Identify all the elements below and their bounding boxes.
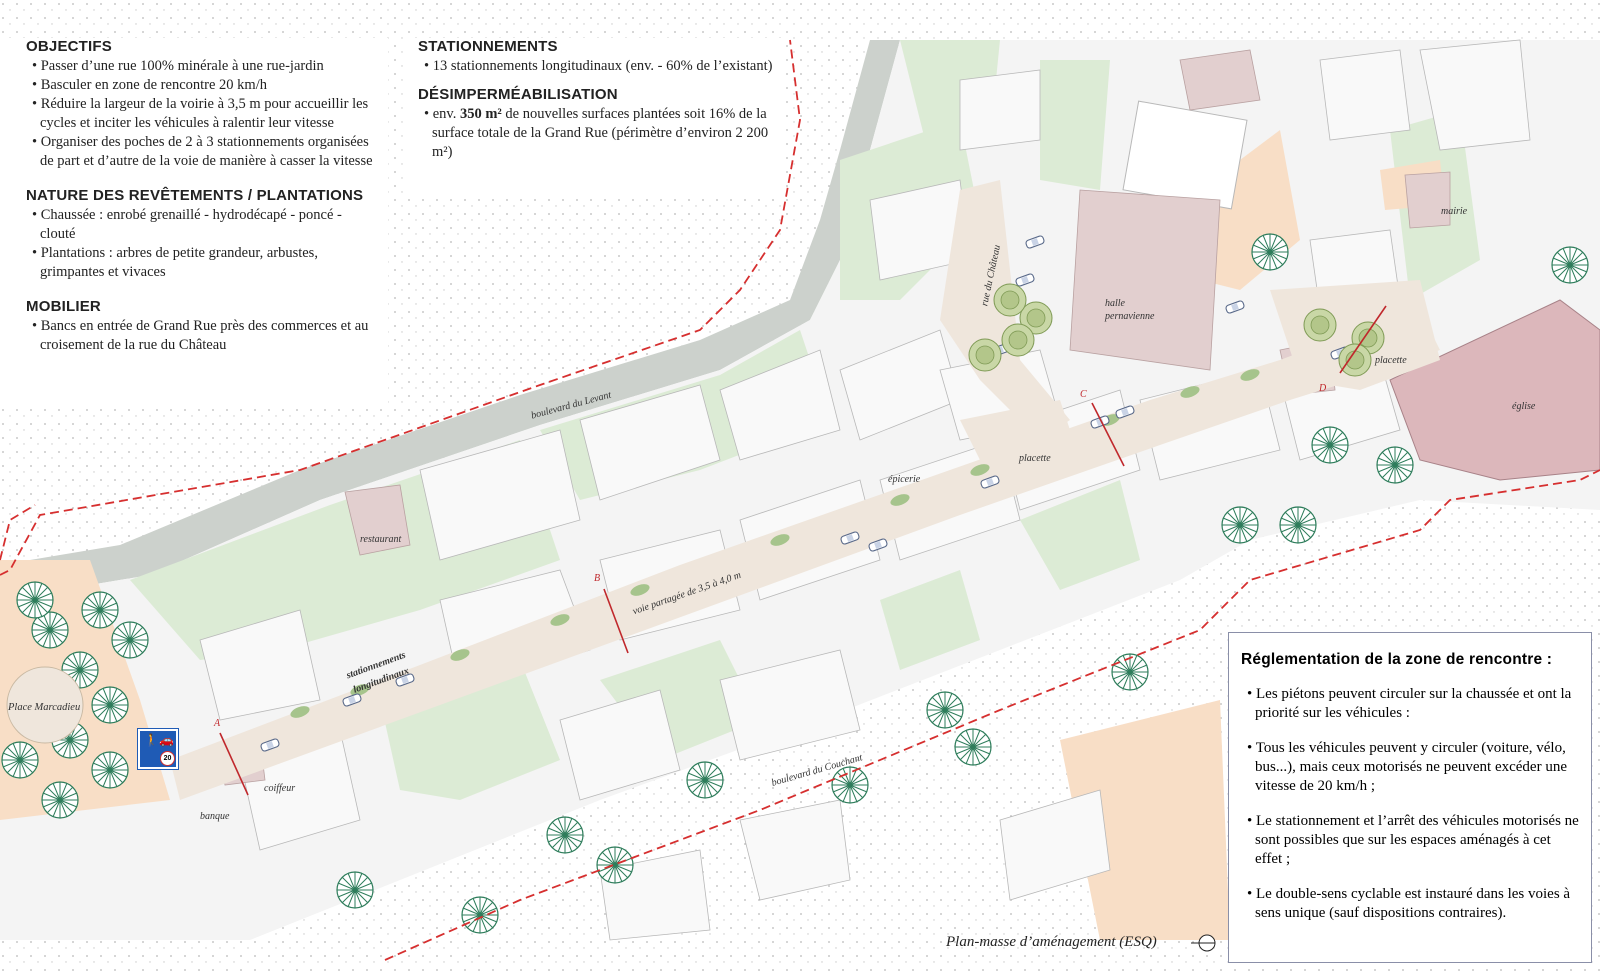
placette-center (960, 400, 1080, 480)
objectif-item: Organiser des poches de 2 à 3 stationnem… (26, 133, 378, 171)
reglementation-item: Les piétons peuvent circuler sur la chau… (1241, 685, 1579, 723)
desimper-rest: de nouvelles surfaces plantées soit 16% … (432, 106, 769, 160)
reglementation-item: Le stationnement et l’arrêt des véhicule… (1241, 812, 1579, 869)
right-text-panel: STATIONNEMENTS 13 stationnements longitu… (408, 38, 783, 196)
pedestrian-car-icon: 🚶🚗 (144, 733, 174, 747)
label-halle-2: pernavienne (1105, 311, 1155, 322)
label-restaurant: restaurant (360, 534, 402, 545)
mobilier-item: Bancs en entrée de Grand Rue près des co… (26, 317, 378, 355)
section-label-a: A (214, 718, 221, 729)
section-label-c: C (1080, 389, 1087, 400)
sports-court (1122, 100, 1248, 210)
reglementation-box: Réglementation de la zone de rencontre :… (1228, 632, 1592, 963)
left-text-panel: OBJECTIFS Passer d’une rue 100% minérale… (0, 38, 388, 408)
revetement-item: Plantations : arbres de petite grandeur,… (26, 244, 378, 282)
label-placette-east: placette (1375, 355, 1407, 366)
eglise-building (1389, 299, 1600, 481)
stationnements-title: STATIONNEMENTS (418, 38, 558, 55)
desimper-prefix: env. (432, 106, 460, 122)
section-label-d: D (1319, 383, 1327, 394)
section-arrows (219, 305, 1387, 796)
southeast-orange-area (1060, 700, 1230, 940)
place-marcadieu-circle (6, 666, 84, 744)
zone-rencontre-sign: 🚶🚗 20 (137, 728, 179, 770)
label-mairie: mairie (1441, 206, 1468, 217)
objectifs-title: OBJECTIFS (26, 38, 112, 55)
mobilier-title: MOBILIER (26, 298, 101, 315)
desimpermeabilisation-item: env. 350 m² de nouvelles surfaces planté… (418, 105, 777, 162)
grand-rue-street (170, 310, 1440, 800)
label-eglise: église (1512, 401, 1536, 412)
desimper-surface: 350 m² (459, 106, 502, 122)
label-halle-1: halle (1105, 298, 1125, 309)
label-placette-center: placette (1019, 453, 1051, 464)
reglementation-item: Tous les véhicules peuvent y circuler (v… (1241, 739, 1579, 796)
objectif-item: Passer d’une rue 100% minérale à une rue… (26, 57, 378, 76)
perimeter-boundary (0, 39, 1600, 961)
reglementation-item: Le double-sens cyclable est instauré dan… (1241, 885, 1579, 923)
label-banque: banque (200, 811, 230, 822)
label-place-marcadieu: Place Marcadieu (8, 702, 81, 713)
label-coiffeur: coiffeur (264, 783, 296, 794)
revetements-title: NATURE DES REVÊTEMENTS / PLANTATIONS (26, 187, 364, 204)
objectif-item: Basculer en zone de rencontre 20 km/h (26, 76, 378, 95)
revetement-item: Chaussée : enrobé grenaillé - hydrodécap… (26, 206, 378, 244)
north-arrow-icon (1191, 934, 1216, 952)
reglementation-title: Réglementation de la zone de rencontre : (1241, 651, 1553, 668)
objectif-item: Réduire la largeur de la voirie à 3,5 m … (26, 95, 378, 133)
desimpermeabilisation-title: DÉSIMPERMÉABILISATION (418, 86, 618, 103)
section-label-b: B (594, 573, 601, 584)
street-plantings (290, 369, 1260, 718)
plan-caption: Plan-masse d’aménagement (ESQ) (946, 934, 1157, 950)
speed-limit-badge: 20 (160, 751, 175, 766)
stationnement-item: 13 stationnements longitudinaux (env. - … (418, 57, 777, 76)
label-epicerie: épicerie (888, 474, 921, 485)
